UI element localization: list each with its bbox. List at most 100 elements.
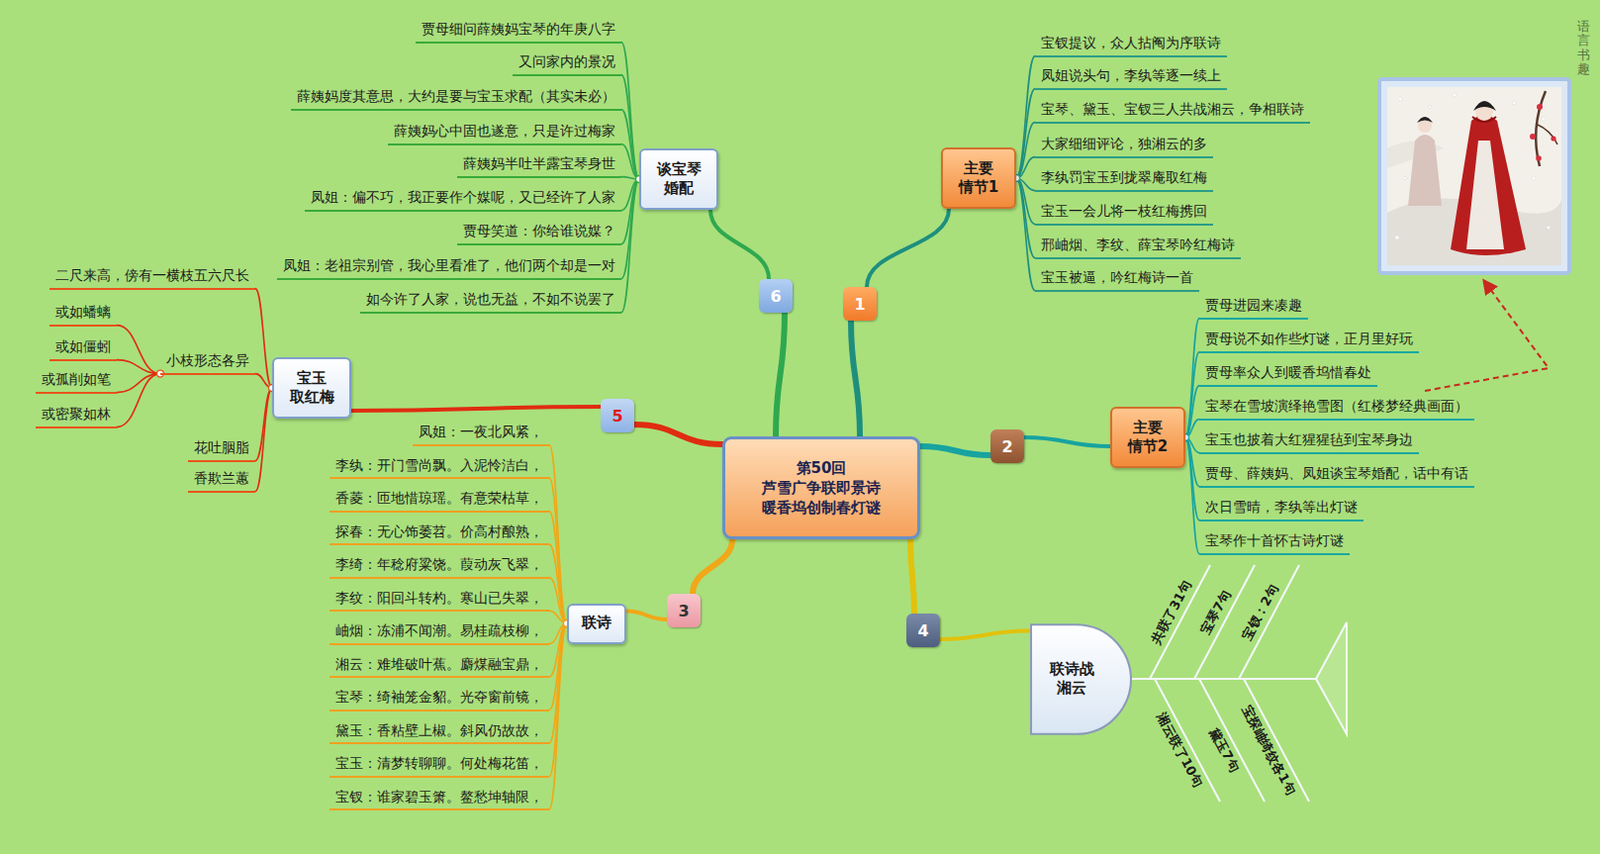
fishbone-label: 宝钗：2句 <box>1238 580 1284 643</box>
node-text: 大家细细评论，独湘云的多 <box>1040 134 1208 153</box>
subtopic: 探春：无心饰萎苕。价高村酿熟， <box>329 520 550 546</box>
fishbone-label: 湘云联了10句 <box>1151 709 1207 791</box>
branch-line <box>850 320 860 437</box>
subtopic: 或如僵蚓 <box>49 335 117 361</box>
branch-number: 3 <box>666 593 701 628</box>
node-text: 联诗 <box>581 613 612 634</box>
node-text: 第50回 芦雪广争联即景诗 暖香坞创制春灯谜 <box>757 458 886 519</box>
branch-line <box>549 511 567 624</box>
illustration <box>1379 79 1570 274</box>
topic-box: 联诗 <box>566 603 627 645</box>
node-text: 谈宝琴 婚配 <box>654 160 704 199</box>
subtopic: 或密聚如林 <box>35 402 117 428</box>
subtopic: 岫烟：冻浦不闻潮。易桂疏枝柳， <box>329 619 550 645</box>
subtopic: 贾母、薛姨妈、凤姐谈宝琴婚配，话中有话 <box>1199 462 1475 487</box>
node-text: 或孤削如笔 <box>41 370 111 388</box>
node-text: 6 <box>769 286 781 306</box>
branch-line <box>621 144 640 180</box>
node-text: 探春：无心饰萎苕。价高村酿熟， <box>335 522 544 541</box>
node-text: 宝玉被逼，吟红梅诗一首 <box>1040 268 1194 286</box>
subtopic: 宝玉：清梦转聊聊。何处梅花笛， <box>329 752 550 777</box>
node-text: 宝琴作十首怀古诗灯谜 <box>1205 531 1344 550</box>
branch-number: 2 <box>990 429 1025 464</box>
subtopic: 宝琴作十首怀古诗灯谜 <box>1199 529 1350 555</box>
node-text: 贾母笑道：你给谁说媒？ <box>463 221 616 240</box>
subtopic: 宝琴：绮袖笼金貂。光夺窗前镜， <box>329 685 550 711</box>
branch-line <box>549 577 567 624</box>
subtopic: 宝玉被逼，吟红梅诗一首 <box>1035 266 1200 291</box>
node-text: 贾母说不如作些灯谜，正月里好玩 <box>1205 329 1413 348</box>
subtopic: 凤姐：一夜北风紧， <box>412 420 550 446</box>
node-text: 李纹：阳回斗转杓。寒山已失翠， <box>335 588 544 607</box>
subtopic: 薛姨妈心中固也遂意，只是许过梅家 <box>387 119 622 145</box>
node-text: 凤姐：一夜北风紧， <box>418 422 544 441</box>
node-text: 凤姐说头句，李纨等逐一续上 <box>1040 66 1222 85</box>
node-text: 宝琴、黛玉、宝钗三人共战湘云，争相联诗 <box>1040 99 1305 118</box>
node-text: 凤姐：偏不巧，我正要作个媒呢，又已经许了人家 <box>310 188 616 206</box>
branch-line <box>549 623 567 777</box>
branch-line <box>621 179 640 313</box>
subtopic: 或如蟠螭 <box>49 300 117 326</box>
subtopic: 凤姐说头句，李纨等逐一续上 <box>1035 64 1227 90</box>
branch-line <box>710 209 769 280</box>
branch-line <box>621 42 640 180</box>
branch-line <box>866 208 949 287</box>
subtopic: 香欺兰蕙 <box>188 467 256 492</box>
node-text: 3 <box>677 601 689 621</box>
branch-number: 1 <box>843 286 877 321</box>
node-text: 薛姨妈心中固也遂意，只是许过梅家 <box>393 121 616 140</box>
node-text: 岫烟：冻浦不闻潮。易桂疏枝柳， <box>335 621 544 640</box>
subtopic: 宝玉一会儿将一枝红梅携回 <box>1035 199 1214 225</box>
subtopic: 宝钗：谁家碧玉箫。鳌愁坤轴限， <box>329 785 550 811</box>
node-text: 湘云：难堆破叶蕉。麝煤融宝鼎， <box>335 655 544 673</box>
subtopic: 宝钗提议，众人拈阄为序联诗 <box>1035 31 1227 57</box>
subtopic: 次日雪晴，李纨等出灯谜 <box>1199 495 1364 521</box>
subtopic: 李纹：阳回斗转杓。寒山已失翠， <box>329 586 550 612</box>
subtopic: 又问家内的景况 <box>512 50 622 76</box>
node-text: 薛姨妈度其意思，大约是要与宝玉求配（其实未必） <box>296 87 616 105</box>
subtopic: 贾母笑道：你给谁说媒？ <box>457 219 622 245</box>
branch-line <box>1185 318 1200 438</box>
node-text: 4 <box>917 621 929 641</box>
node-text: 李绮：年稔府粱饶。葭动灰飞翠， <box>335 555 544 573</box>
pointer-arrow <box>1424 281 1549 391</box>
branch-line <box>940 631 1031 641</box>
node-text: 贾母率众人到暖香坞惜春处 <box>1205 363 1372 381</box>
subtopic: 宝琴在雪坡演绎艳雪图（红楼梦经典画面） <box>1199 394 1475 420</box>
branch-line <box>1016 56 1036 179</box>
subtopic: 宝琴、黛玉、宝钗三人共战湘云，争相联诗 <box>1035 97 1311 123</box>
node-text: 联诗战 湘云 <box>1046 659 1097 699</box>
central-topic: 第50回 芦雪广争联即景诗 暖香坞创制春灯谜 <box>722 436 921 540</box>
fishbone-label: 宝探岫绮纹各1句 <box>1236 701 1300 798</box>
node-text: 宝玉一会儿将一枝红梅携回 <box>1040 201 1208 220</box>
branch-line <box>1016 157 1036 179</box>
subtopic: 二尺来高，傍有一横枝五六尺长 <box>49 264 256 289</box>
subtopic: 邢岫烟、李纹、薛宝琴吟红梅诗 <box>1035 233 1241 259</box>
subtopic: 香菱：匝地惜琼瑶。有意荣枯草， <box>329 486 550 512</box>
subtopic: 薛姨妈度其意思，大约是要与宝玉求配（其实未必） <box>290 85 622 110</box>
subtopic: 贾母率众人到暖香坞惜春处 <box>1199 361 1378 386</box>
subtopic: 或孤削如笔 <box>35 368 117 393</box>
subtopic: 贾母进园来凑趣 <box>1199 293 1309 319</box>
node-text: 黛玉：香粘壁上椒。斜风仍故故， <box>335 721 544 740</box>
node-text: 或如蟠螭 <box>55 302 111 321</box>
node-text: 贾母、薛姨妈、凤姐谈宝琴婚配，话中有话 <box>1205 464 1469 482</box>
node-text: 薛姨妈半吐半露宝琴身世 <box>463 154 616 173</box>
branch-line <box>549 544 567 624</box>
node-text: 或密聚如林 <box>41 404 111 423</box>
branch-line <box>621 179 640 280</box>
node-text: 香欺兰蕙 <box>193 469 250 487</box>
branch-line <box>1016 178 1036 291</box>
branch-line <box>692 539 733 594</box>
node-text: 李纨：开门雪尚飘。入泥怜洁白， <box>335 456 544 474</box>
subtopic: 黛玉：香粘壁上椒。斜风仍故故， <box>329 719 550 745</box>
node-text: 或如僵蚓 <box>55 337 111 356</box>
topic-box: 主要 情节1 <box>941 147 1017 209</box>
subtopic: 贾母说不如作些灯谜，正月里好玩 <box>1199 327 1419 353</box>
branch-line <box>634 424 723 445</box>
branch-line <box>775 312 785 437</box>
node-text: 5 <box>611 406 623 426</box>
branch-line <box>1016 178 1036 259</box>
